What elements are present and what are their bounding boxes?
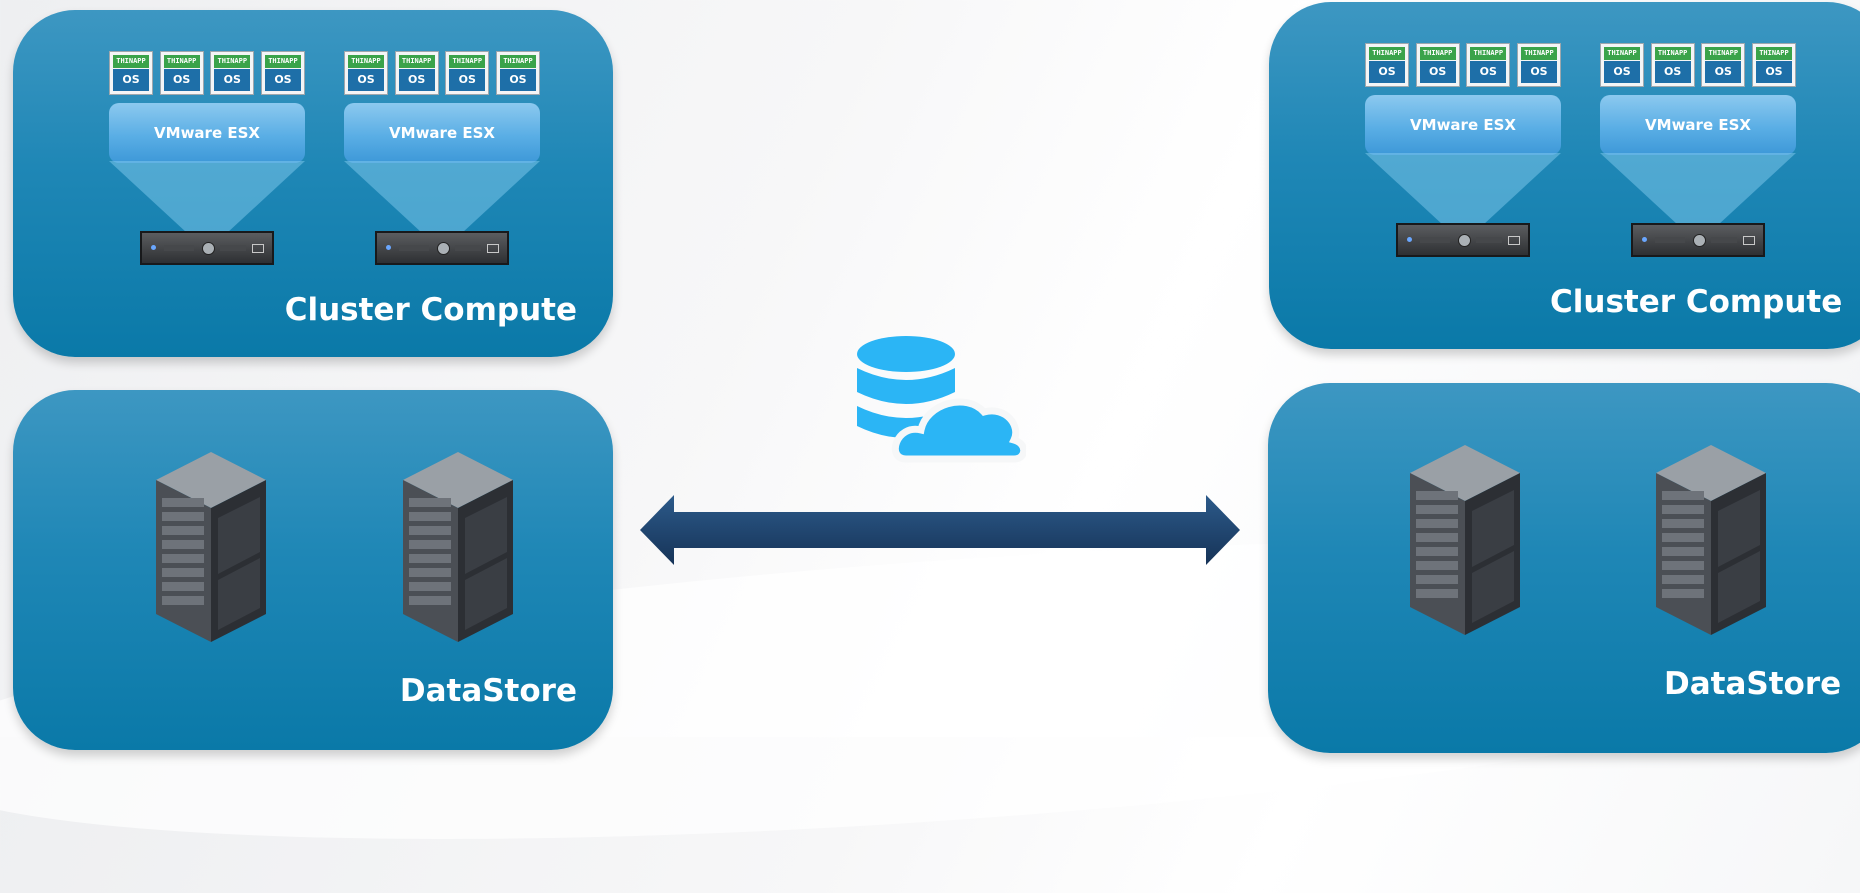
vmware-esx-hypervisor: VMware ESX: [109, 103, 305, 163]
vmware-esx-hypervisor: VMware ESX: [1600, 95, 1796, 155]
projection-beam: [344, 161, 540, 233]
projection-beam: [1365, 153, 1561, 225]
storage-tower-icon: [156, 452, 266, 642]
left-datastore-panel: DataStore: [13, 390, 613, 750]
rack-server-icon: [375, 231, 509, 265]
right-datastore-panel: DataStore: [1268, 383, 1860, 753]
bidirectional-arrow: [640, 495, 1240, 565]
rack-server-icon: [140, 231, 274, 265]
projection-beam: [109, 161, 305, 233]
storage-tower-icon: [1656, 445, 1766, 635]
cluster-compute-label: Cluster Compute: [1550, 284, 1843, 320]
database-cloud-icon: [857, 336, 1026, 463]
rack-server-icon: [1396, 223, 1530, 257]
vmware-esx-hypervisor: VMware ESX: [1365, 95, 1561, 155]
storage-tower-icon: [1410, 445, 1520, 635]
rack-server-icon: [1631, 223, 1765, 257]
datastore-label: DataStore: [1664, 666, 1842, 702]
cluster-compute-label: Cluster Compute: [284, 292, 577, 328]
datastore-label: DataStore: [399, 673, 577, 709]
projection-beam: [1600, 153, 1796, 225]
storage-tower-icon: [403, 452, 513, 642]
vmware-esx-hypervisor: VMware ESX: [344, 103, 540, 163]
